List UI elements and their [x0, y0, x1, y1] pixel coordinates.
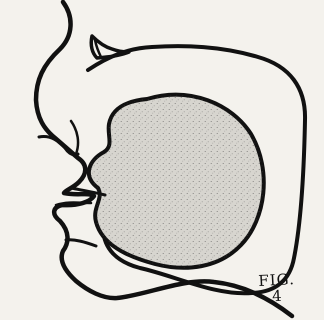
chin-line	[66, 240, 96, 246]
figure-caption: FIG. 4	[252, 271, 302, 305]
nose-crease	[71, 121, 78, 154]
